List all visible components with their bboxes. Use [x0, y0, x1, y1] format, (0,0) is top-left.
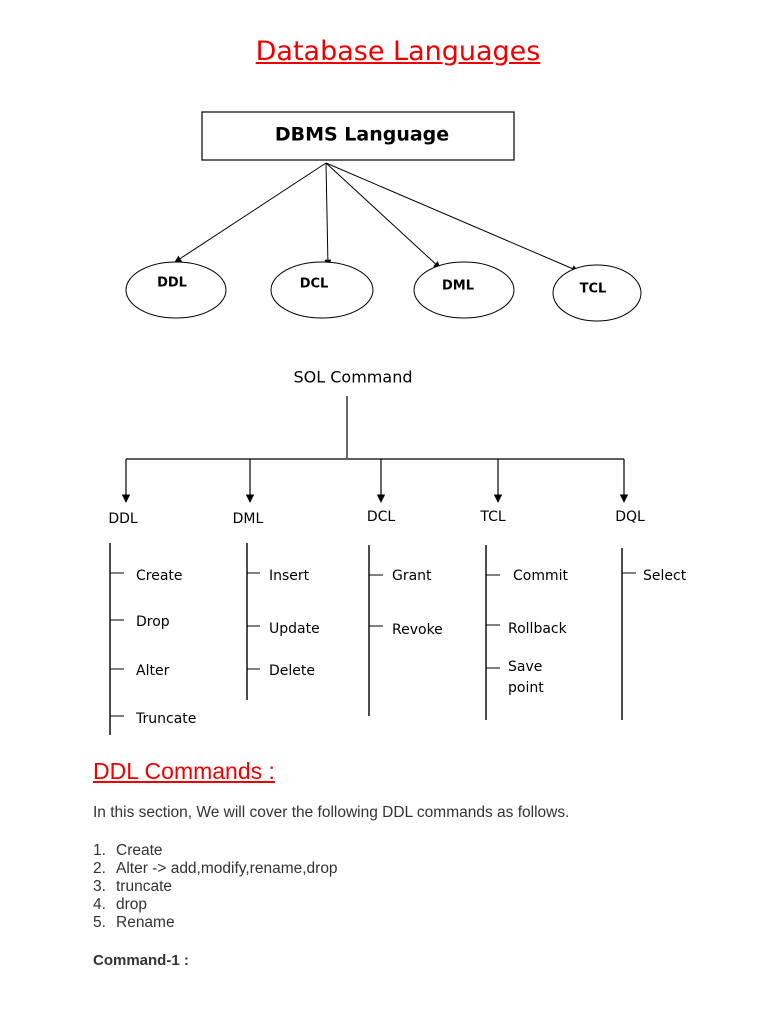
- list-number: 2.: [93, 860, 106, 877]
- ddl-item-alter: Alter: [136, 663, 170, 679]
- page-title: Database Languages: [255, 36, 541, 67]
- dml-item-delete: Delete: [269, 663, 315, 679]
- arrow-to-dcl: [324, 162, 332, 267]
- ddl-node-label: DDL: [157, 276, 187, 291]
- dcl-item-revoke: Revoke: [392, 622, 443, 638]
- dml-node: [413, 261, 515, 319]
- list-item: 5. Rename: [93, 914, 338, 932]
- list-text: truncate: [116, 878, 173, 895]
- ddl-item-drop: Drop: [136, 614, 170, 630]
- dql-item-select: Select: [643, 568, 687, 584]
- col-tcl-label: TCL: [479, 509, 506, 525]
- list-number: 5.: [93, 914, 106, 931]
- list-number: 4.: [93, 896, 106, 913]
- col-dql-label: DQL: [615, 509, 645, 525]
- list-item: 2. Alter -> add,modify,rename,drop: [93, 860, 338, 878]
- list-item: 1. Create: [93, 842, 338, 860]
- arrow-to-ddl: [174, 162, 327, 263]
- dml-node-label: DML: [442, 279, 474, 294]
- command-heading: Command-1 :: [93, 952, 189, 969]
- col-dcl-label: DCL: [367, 509, 396, 525]
- list-text: Create: [116, 842, 163, 859]
- tcl-node-label: TCL: [580, 282, 607, 297]
- dbms-language-diagram: DBMS Language DDL DCL DML TCL: [125, 111, 642, 322]
- list-item: 4. drop: [93, 896, 338, 914]
- tcl-item-rollback: Rollback: [508, 621, 568, 637]
- dml-item-insert: Insert: [269, 568, 310, 584]
- sql-root-label: SOL Command: [294, 368, 413, 387]
- tcl-node: [552, 264, 642, 322]
- ddl-item-create: Create: [136, 568, 183, 584]
- dcl-node-label: DCL: [300, 277, 329, 292]
- diagrams: DBMS Language DDL DCL DML TCL SOL Comman…: [108, 111, 687, 735]
- col-dml-label: DML: [233, 511, 264, 527]
- list-number: 3.: [93, 878, 106, 895]
- dbms-root-label: DBMS Language: [275, 124, 449, 146]
- list-text: drop: [116, 896, 148, 913]
- ddl-item-truncate: Truncate: [135, 711, 196, 727]
- dbms-root-box: [201, 111, 515, 161]
- sql-command-diagram: SOL Command DDL DML DCL TCL DQL Create D…: [108, 368, 687, 735]
- arrow-to-tcl: [325, 162, 579, 272]
- tcl-item-savepoint: Save point: [508, 659, 547, 696]
- arrow-to-dml: [325, 162, 441, 269]
- list-text: Alter -> add,modify,rename,drop: [116, 860, 338, 877]
- col-ddl-label: DDL: [108, 511, 138, 527]
- section-title: DDL Commands :: [93, 758, 275, 784]
- ddl-command-list: 1. Create 2. Alter -> add,modify,rename,dr…: [93, 842, 338, 932]
- list-item: 3. truncate: [93, 878, 338, 896]
- list-number: 1.: [93, 842, 106, 859]
- ddl-node: [125, 261, 227, 319]
- list-text: Rename: [116, 914, 175, 931]
- tcl-item-commit: Commit: [513, 568, 569, 584]
- dcl-node: [270, 261, 374, 319]
- dcl-item-grant: Grant: [392, 568, 432, 584]
- dml-item-update: Update: [269, 621, 320, 637]
- section-intro: In this section, We will cover the follo…: [93, 804, 570, 821]
